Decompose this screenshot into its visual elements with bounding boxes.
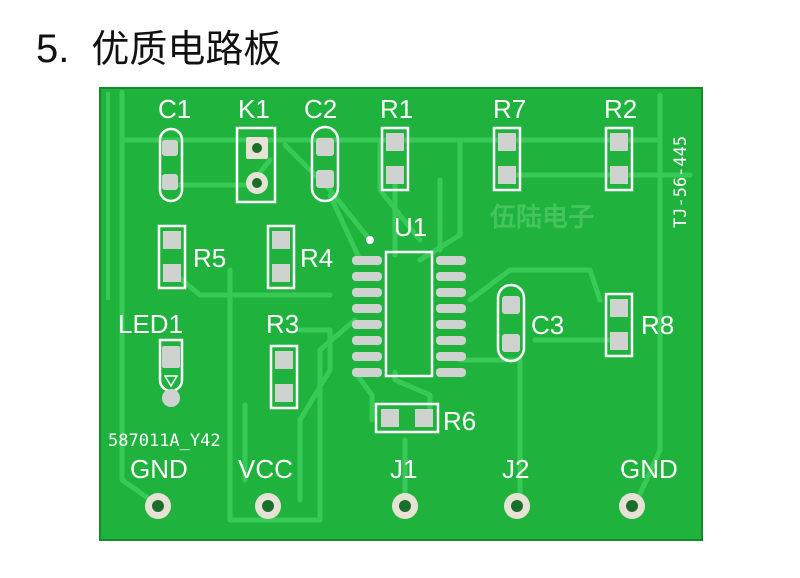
u1-footprint (352, 236, 466, 378)
label-r2: R2 (604, 94, 637, 124)
r3-footprint (269, 344, 299, 410)
r5-footprint (157, 224, 187, 290)
label-c2: C2 (304, 94, 337, 124)
c3-footprint (496, 283, 526, 363)
c1-pad-2 (162, 174, 178, 190)
part-number: TJ-56-445 (671, 136, 691, 228)
gnd-left-pad (145, 493, 171, 519)
heading-title: 优质电路板 (91, 27, 282, 71)
j2-pad (504, 493, 530, 519)
label-k1: K1 (238, 94, 270, 124)
c1-footprint (158, 127, 184, 203)
label-r1: R1 (380, 94, 413, 124)
label-r3: R3 (266, 309, 299, 339)
r6-footprint (374, 402, 440, 434)
label-u1: U1 (394, 212, 427, 242)
j1-pad (392, 493, 418, 519)
copper-traces (119, 89, 693, 523)
gnd-right-pad (619, 493, 645, 519)
r8-footprint (604, 292, 634, 358)
label-gnd-left: GND (130, 454, 188, 484)
label-r7: R7 (493, 94, 526, 124)
board-body (100, 88, 702, 540)
label-gnd-right: GND (620, 454, 678, 484)
page-heading: 5. 优质电路板 (36, 18, 281, 74)
c2-footprint (310, 125, 340, 203)
r4-footprint (266, 224, 296, 290)
label-r6: R6 (443, 406, 476, 436)
led1-footprint (158, 338, 184, 407)
label-c3: C3 (531, 310, 564, 340)
label-led1: LED1 (118, 309, 183, 339)
k1-footprint (235, 126, 277, 204)
label-r4: R4 (300, 243, 333, 273)
r7-footprint (492, 126, 522, 192)
logo-text: 伍陆电子 (490, 202, 594, 233)
label-j1: J1 (390, 454, 417, 484)
r2-footprint (604, 126, 634, 192)
vcc-pad (255, 493, 281, 519)
label-r5: R5 (193, 243, 226, 273)
label-j2: J2 (502, 454, 529, 484)
c1-pad-1 (162, 140, 178, 156)
terminal-pads (145, 493, 645, 519)
label-c1: C1 (158, 94, 191, 124)
label-r8: R8 (641, 310, 674, 340)
label-vcc: VCC (238, 454, 293, 484)
r1-footprint (380, 126, 410, 192)
heading-number: 5. (36, 27, 70, 71)
board-code: 587011A_Y42 (108, 431, 221, 451)
